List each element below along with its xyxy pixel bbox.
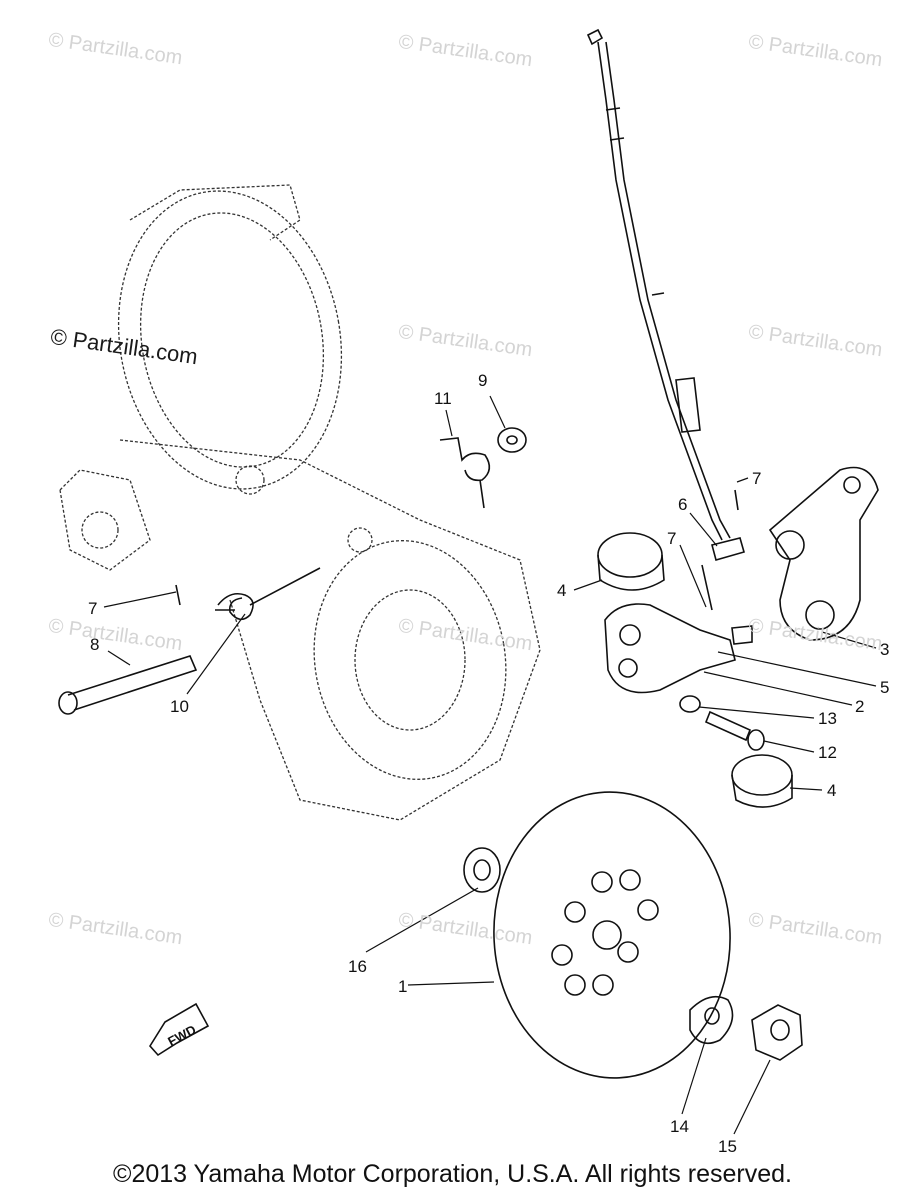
leader-11 bbox=[445, 409, 453, 437]
leader-7b bbox=[736, 477, 749, 483]
part-1-disc bbox=[493, 791, 731, 1079]
part-4-cap-lower bbox=[731, 754, 793, 808]
callout-11: 11 bbox=[434, 389, 452, 408]
callout-6: 6 bbox=[678, 495, 688, 514]
callout-1: 1 bbox=[398, 977, 408, 996]
leader-7c bbox=[103, 591, 177, 608]
leader-4b bbox=[789, 787, 823, 791]
leader-5 bbox=[717, 651, 877, 687]
part-11-spring bbox=[439, 437, 491, 509]
leader-3 bbox=[821, 631, 877, 649]
part-7-pin-a bbox=[701, 489, 739, 611]
leader-13 bbox=[698, 706, 815, 719]
leader-8 bbox=[107, 650, 131, 666]
callout-12: 12 bbox=[818, 743, 837, 762]
callout-5: 5 bbox=[880, 678, 890, 697]
part-13-nut bbox=[679, 695, 701, 713]
callout-14: 14 bbox=[670, 1117, 689, 1136]
callout-7b: 7 bbox=[752, 469, 762, 488]
part-3-arm bbox=[768, 466, 879, 641]
fwd-arrow-icon bbox=[149, 1002, 210, 1057]
callout-7c: 7 bbox=[88, 599, 98, 618]
part-4-cap-upper bbox=[597, 532, 665, 591]
leader-4a bbox=[573, 579, 603, 591]
part-10-spring bbox=[215, 567, 321, 621]
part-9-washer bbox=[497, 427, 527, 453]
leader-2 bbox=[703, 671, 853, 706]
callout-7a: 7 bbox=[667, 529, 677, 548]
shift-rod bbox=[586, 28, 731, 541]
leader-14 bbox=[681, 1037, 707, 1115]
crankcase-housing bbox=[59, 184, 541, 821]
leader-16 bbox=[365, 887, 479, 953]
callout-2: 2 bbox=[855, 697, 865, 716]
callout-3: 3 bbox=[880, 640, 890, 659]
part-6-bolt bbox=[711, 537, 745, 561]
callout-13: 13 bbox=[818, 709, 837, 728]
callout-16: 16 bbox=[348, 957, 367, 976]
callout-8: 8 bbox=[90, 635, 100, 654]
callout-4a: 4 bbox=[557, 581, 567, 600]
callout-4b: 4 bbox=[827, 781, 837, 800]
copyright-footer: ©2013 Yamaha Motor Corporation, U.S.A. A… bbox=[113, 1160, 792, 1188]
leader-6 bbox=[689, 512, 718, 547]
part-2-bracket bbox=[604, 603, 753, 694]
callout-15: 15 bbox=[718, 1137, 737, 1156]
leader-9 bbox=[489, 395, 506, 429]
part-16-washer bbox=[463, 847, 501, 893]
leader-15 bbox=[733, 1059, 771, 1135]
callout-9: 9 bbox=[478, 371, 488, 390]
part-14-washer bbox=[689, 995, 734, 1045]
leader-10 bbox=[186, 613, 246, 695]
part-8-shaft bbox=[58, 655, 198, 715]
leader-1 bbox=[407, 981, 495, 986]
part-15-nut bbox=[751, 1004, 803, 1061]
leader-7a bbox=[679, 544, 707, 608]
part-12-bolt bbox=[704, 710, 765, 751]
part-7-pin-b bbox=[175, 584, 181, 606]
leader-12 bbox=[763, 740, 815, 753]
callout-10: 10 bbox=[170, 697, 189, 716]
